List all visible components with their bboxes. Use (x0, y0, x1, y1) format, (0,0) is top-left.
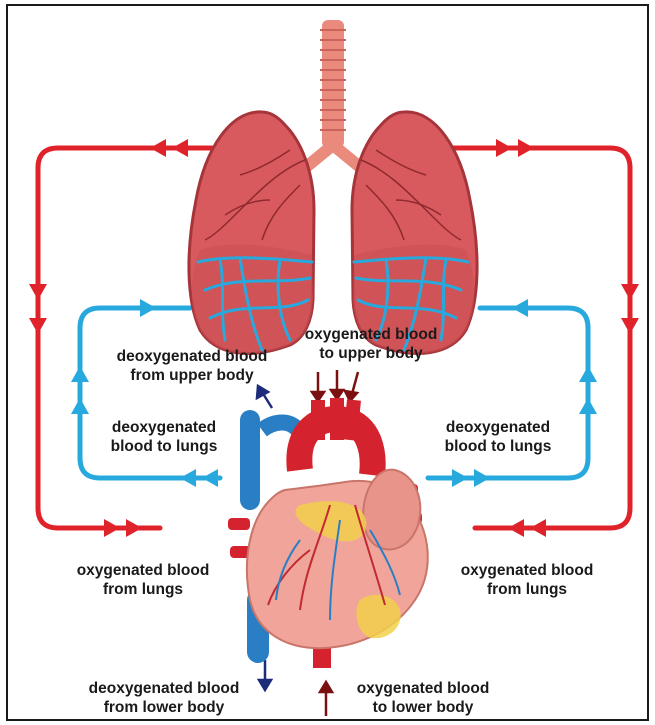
label-line: to upper body (285, 344, 457, 363)
lower-body-inflow-arrow (320, 682, 332, 716)
label-line: blood to lungs (94, 437, 234, 456)
label-oxygenated-from-lungs-right: oxygenated blood from lungs (442, 561, 612, 599)
label-oxygenated-to-upper-body: oxygenated blood to upper body (285, 325, 457, 363)
label-line: from lower body (72, 698, 256, 717)
label-oxygenated-from-lungs-left: oxygenated blood from lungs (58, 561, 228, 599)
label-line: from lungs (58, 580, 228, 599)
label-deoxygenated-from-upper-body: deoxygenated blood from upper body (98, 347, 286, 385)
label-oxygenated-to-lower-body: oxygenated blood to lower body (338, 679, 508, 717)
label-line: oxygenated blood (338, 679, 508, 698)
label-line: deoxygenated (428, 418, 568, 437)
oxygenated-loop-left (38, 148, 212, 528)
upper-body-inflow-arrows (312, 370, 358, 401)
label-line: deoxygenated (94, 418, 234, 437)
upper-body-outflow-arrow (257, 386, 272, 408)
label-deoxygenated-to-lungs-right: deoxygenated blood to lungs (428, 418, 568, 456)
label-line: oxygenated blood (442, 561, 612, 580)
label-line: from upper body (98, 366, 286, 385)
label-line: oxygenated blood (285, 325, 457, 344)
label-deoxygenated-to-lungs-left: deoxygenated blood to lungs (94, 418, 234, 456)
heart-icon (228, 398, 428, 668)
label-line: to lower body (338, 698, 508, 717)
label-line: deoxygenated blood (98, 347, 286, 366)
label-line: oxygenated blood (58, 561, 228, 580)
label-deoxygenated-from-lower-body: deoxygenated blood from lower body (72, 679, 256, 717)
label-line: deoxygenated blood (72, 679, 256, 698)
label-line: from lungs (442, 580, 612, 599)
label-line: blood to lungs (428, 437, 568, 456)
lower-body-outflow-arrow (259, 660, 271, 690)
